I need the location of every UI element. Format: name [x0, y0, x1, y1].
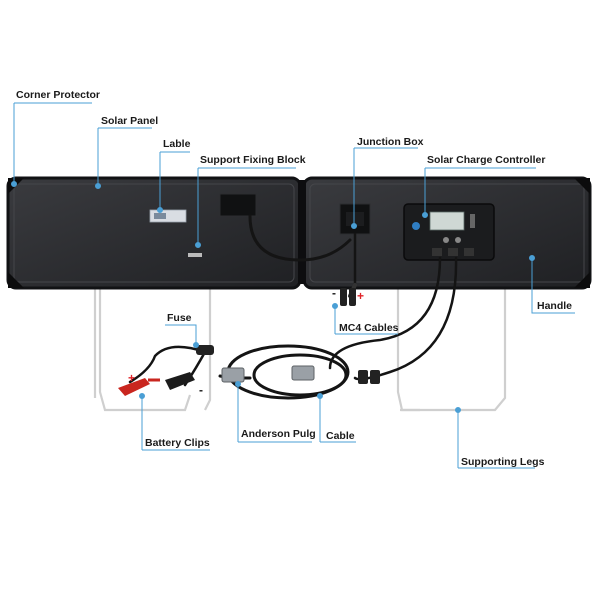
label-corner-protector: Corner Protector [16, 89, 101, 101]
charge-controller [403, 203, 495, 261]
hinge [298, 180, 306, 284]
anderson-connector [221, 365, 315, 383]
battery-clips [118, 372, 195, 396]
label-solar-charge-controller: Solar Charge Controller [427, 154, 546, 166]
label-supporting-legs: Supporting Legs [461, 456, 545, 468]
label-lable: Lable [163, 138, 191, 150]
mc4-connectors [340, 288, 380, 384]
junction-box-left [219, 193, 257, 217]
label-anderson-pulg: Anderson Pulg [241, 428, 316, 440]
positive-mark-mc4: + [357, 289, 365, 303]
label-mc4-cables: MC4 Cables [339, 322, 399, 334]
leader-lines [11, 102, 575, 469]
solar-panel-left [6, 176, 302, 290]
support-fixing-block [188, 253, 202, 257]
fuse-holder [196, 345, 214, 355]
label-cable: Cable [326, 430, 355, 442]
label-battery-clips: Battery Clips [145, 437, 210, 449]
label-fuse: Fuse [167, 312, 192, 324]
negative-mark-mc4: - [332, 286, 336, 300]
label-handle: Handle [537, 300, 573, 312]
negative-mark-clips: - [199, 383, 203, 397]
positive-mark-clips: + [128, 371, 136, 385]
label-support-fixing-block: Support Fixing Block [200, 154, 306, 166]
label-solar-panel: Solar Panel [101, 115, 159, 127]
label-junction-box: Junction Box [357, 136, 424, 148]
